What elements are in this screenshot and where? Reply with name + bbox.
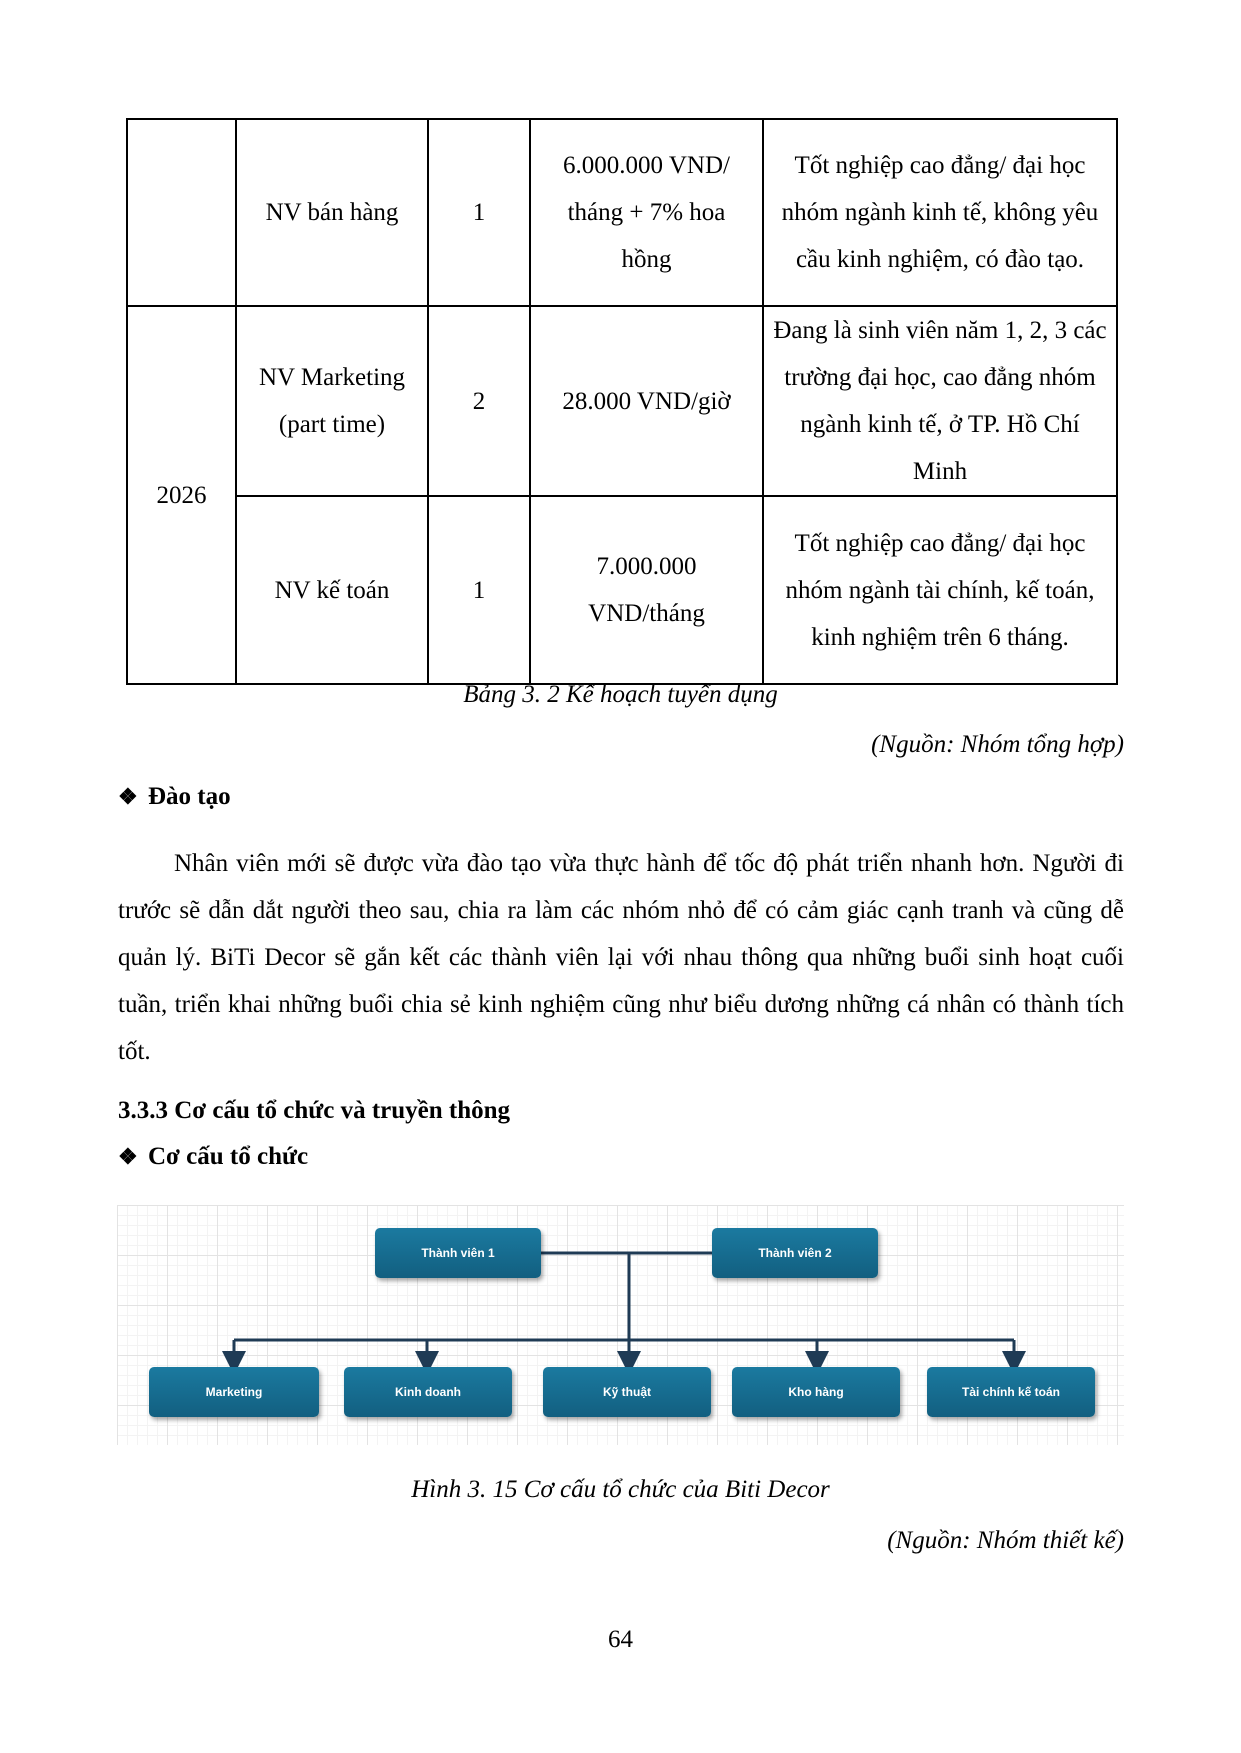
table-source: (Nguồn: Nhóm tổng hợp) (871, 731, 1124, 758)
org-structure-heading: ❖Cơ cấu tổ chức (118, 1143, 309, 1170)
page-number: 64 (608, 1626, 633, 1653)
org-node-finance-accounting: Tài chính kế toán (927, 1367, 1095, 1417)
diamond-bullet-icon: ❖ (118, 784, 138, 809)
training-heading: ❖Đào tạo (118, 783, 231, 810)
org-node-member-2: Thành viên 2 (712, 1228, 878, 1278)
quantity-cell: 2 (427, 305, 531, 497)
year-cell: 2026 (126, 305, 237, 685)
position-cell: NV kế toán (235, 495, 429, 685)
figure-caption: Hình 3. 15 Cơ cấu tổ chức của Biti Decor (411, 1476, 830, 1503)
org-node-marketing: Marketing (149, 1367, 319, 1417)
org-node-warehouse: Kho hàng (732, 1367, 900, 1417)
position-cell: NV Marketing (part time) (235, 305, 429, 497)
section-heading: 3.3.3 Cơ cấu tổ chức và truyền thông (118, 1097, 511, 1124)
table-row: 2026 NV Marketing (part time) 2 28.000 V… (126, 305, 1118, 685)
table-row: NV kế toán 1 7.000.000 VND/tháng Tốt ngh… (127, 495, 1118, 685)
year-cell (126, 118, 237, 307)
org-node-technical: Kỹ thuật (543, 1367, 711, 1417)
salary-cell: 7.000.000 VND/tháng (529, 495, 764, 685)
org-chart-connectors (222, 1251, 1026, 1375)
org-node-sales: Kinh doanh (344, 1367, 512, 1417)
training-paragraph: Nhân viên mới sẽ được vừa đào tạo vừa th… (118, 850, 1124, 1065)
org-node-member-1: Thành viên 1 (375, 1228, 541, 1278)
position-cell: NV bán hàng (235, 118, 429, 307)
quantity-cell: 1 (427, 495, 531, 685)
table-row: NV bán hàng 1 6.000.000 VND/ tháng + 7% … (126, 118, 1118, 307)
requirement-cell: Tốt nghiệp cao đẳng/ đại học nhóm ngành … (762, 118, 1118, 307)
org-chart: Thành viên 1 Thành viên 2 Marketing Kinh… (117, 1205, 1124, 1445)
diamond-bullet-icon: ❖ (118, 1144, 138, 1169)
figure-source: (Nguồn: Nhóm thiết kế) (887, 1527, 1124, 1554)
requirement-cell: Đang là sinh viên năm 1, 2, 3 các trường… (762, 305, 1118, 497)
recruitment-table: NV bán hàng 1 6.000.000 VND/ tháng + 7% … (126, 118, 1118, 685)
requirement-cell: Tốt nghiệp cao đẳng/ đại học nhóm ngành … (762, 495, 1118, 685)
quantity-cell: 1 (427, 118, 531, 307)
salary-cell: 6.000.000 VND/ tháng + 7% hoa hồng (529, 118, 764, 307)
salary-cell: 28.000 VND/giờ (529, 305, 764, 497)
table-caption: Bảng 3. 2 Kế hoạch tuyển dụng (463, 681, 778, 708)
